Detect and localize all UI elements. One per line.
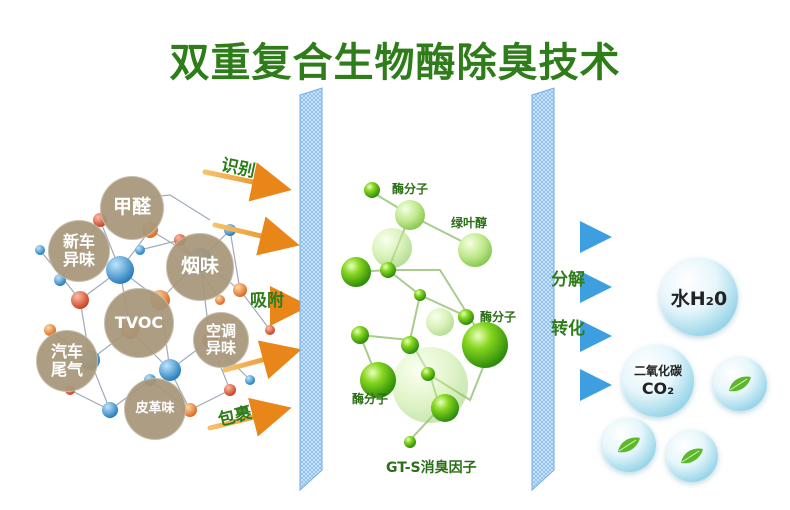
pollutant-label: 汽车 尾气 [50, 341, 83, 379]
node-chlorophyll [458, 233, 492, 267]
label-adsorb: 吸附 [250, 291, 284, 311]
product-co2: 二氧化碳 CO₂ [622, 345, 694, 417]
water-label: 水H₂0 [670, 287, 728, 310]
leaf-icon [727, 375, 753, 393]
label-enzyme-top: 酶分子 [392, 182, 429, 196]
leaf-bubble-left [602, 418, 656, 472]
label-gts-factor: GT-S消臭因子 [386, 460, 477, 476]
node-enzyme-top [364, 182, 380, 198]
middle-top-panel [356, 88, 522, 138]
product-water: 水H₂0 [660, 258, 738, 336]
leaf-icon [679, 447, 705, 465]
pollutant-formaldehyde: 甲醛 [100, 176, 164, 240]
label-decompose: 分解 [551, 270, 585, 290]
arrow-wrap [207, 397, 292, 437]
node-bottom-right [431, 394, 459, 422]
leaf-bubble-bottom [666, 430, 718, 482]
node-factor [404, 436, 416, 448]
pollutant-label: 烟味 [180, 255, 219, 278]
pollutant-label: 甲醛 [112, 196, 151, 219]
co2-name: 二氧化碳 [633, 364, 682, 379]
arrow-2 [212, 216, 300, 256]
output-arrows [538, 221, 612, 401]
node-enzyme-right [462, 322, 508, 368]
label-enzyme-left: 酶分子 [352, 392, 389, 406]
node-left-low [351, 326, 369, 344]
page-title: 双重复合生物酶除臭技术 [169, 40, 621, 86]
node-mid [380, 262, 396, 278]
label-enzyme-right: 酶分子 [480, 310, 517, 324]
arrow-identify [202, 162, 292, 202]
pollutant-smoke: 烟味 [166, 233, 234, 301]
pollutant-tvoc: TVOC [104, 288, 174, 358]
node-upper [395, 200, 425, 230]
node-center-low [401, 336, 419, 354]
node-lower [421, 367, 435, 381]
pollutant-label: TVOC [114, 312, 164, 332]
node-enzyme-left [360, 362, 396, 398]
arrow-4 [222, 340, 302, 380]
node-right-small [458, 309, 474, 325]
node-center [414, 289, 426, 301]
node-left [341, 257, 371, 287]
pollutant-label: 空调 异味 [205, 321, 236, 357]
pollutant-new-car: 新车 异味 [48, 220, 110, 282]
co2-formula: CO₂ [641, 378, 675, 398]
label-convert: 转化 [551, 319, 585, 339]
leaf-icon [616, 436, 642, 454]
enzyme-molecule [341, 182, 508, 448]
pale-sphere-small [426, 308, 454, 336]
pollutant-ac: 空调 异味 [193, 312, 249, 368]
leaf-bubble-right [713, 357, 767, 411]
pollutant-leather: 皮革味 [124, 378, 186, 440]
pale-sphere [372, 228, 412, 268]
pollutant-label: 皮革味 [135, 400, 175, 416]
pollutant-exhaust: 汽车 尾气 [36, 330, 98, 392]
input-arrows [202, 162, 310, 437]
label-chlorophyll: 绿叶醇 [451, 216, 488, 230]
pollutant-label: 新车 异味 [62, 231, 95, 269]
filter-panel-left [299, 87, 323, 492]
